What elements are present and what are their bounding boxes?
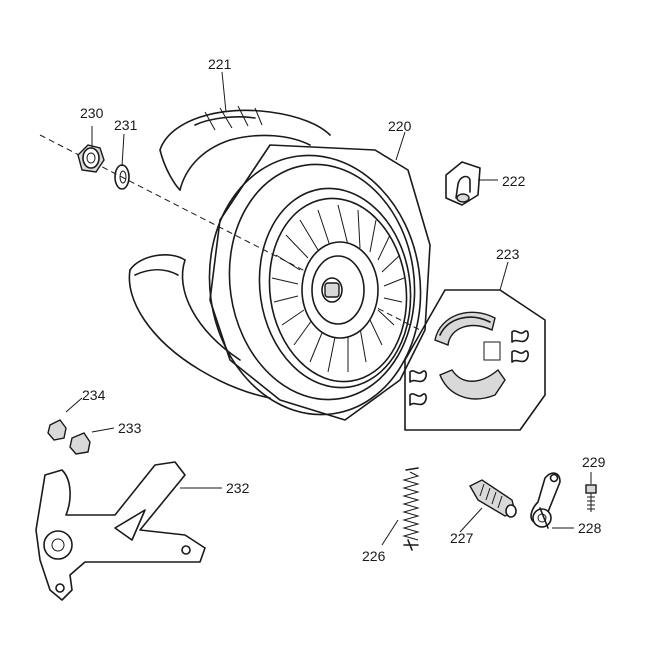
spring-drawing — [402, 467, 420, 551]
callout-230: 230 — [80, 105, 104, 121]
leader-lines — [65, 71, 592, 546]
callout-234: 234 — [82, 387, 106, 403]
callout-226: 226 — [362, 548, 386, 564]
callout-229: 229 — [582, 454, 606, 470]
brake-cam-drawing — [469, 479, 517, 518]
bushing-234-drawing — [47, 419, 67, 441]
callout-233: 233 — [118, 420, 142, 436]
callout-221: 221 — [208, 56, 232, 72]
brake-shoe-drawing — [404, 289, 546, 431]
callout-231: 231 — [114, 117, 138, 133]
bolt-drawing — [585, 484, 597, 512]
rim-drawing — [208, 144, 431, 421]
axle-nut-drawing — [77, 144, 105, 173]
brake-arm-drawing — [530, 472, 561, 529]
bracket-drawing — [35, 461, 206, 601]
callout-228: 228 — [578, 520, 602, 536]
tire-drawing — [128, 105, 331, 399]
callout-220: 220 — [388, 118, 412, 134]
valve-drawing — [445, 161, 481, 206]
bushing-233-drawing — [69, 432, 91, 455]
callout-222: 222 — [502, 173, 526, 189]
callout-223: 223 — [496, 246, 520, 262]
callout-227: 227 — [450, 530, 474, 546]
callout-232: 232 — [226, 480, 250, 496]
